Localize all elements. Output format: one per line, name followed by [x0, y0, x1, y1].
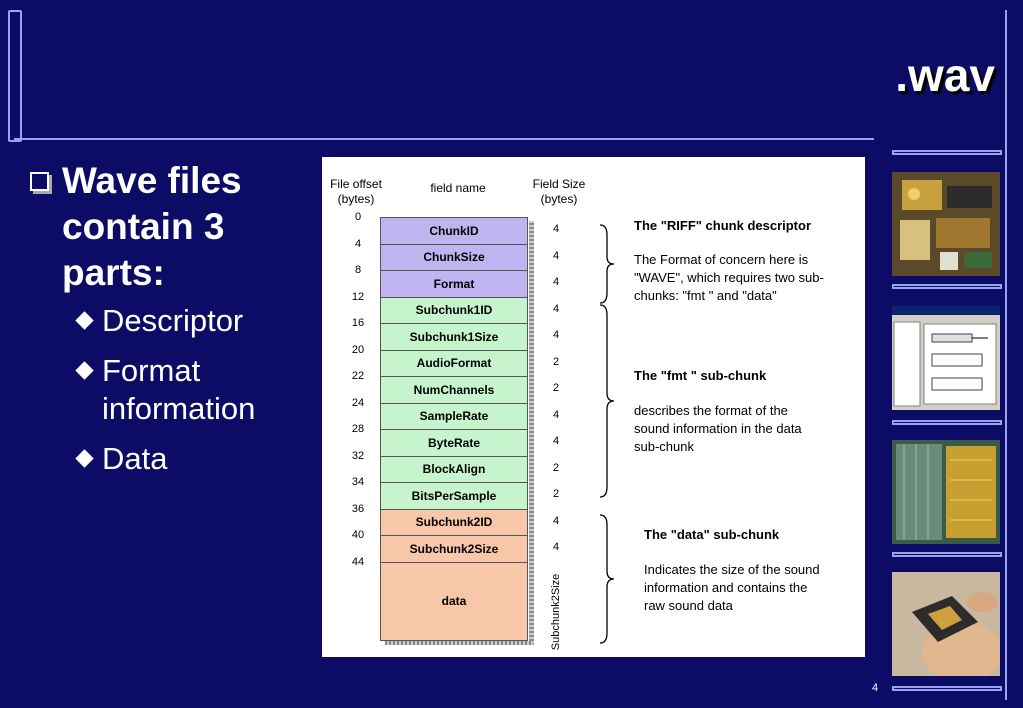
field-size-label: 4 — [552, 223, 560, 235]
field-row-subchunk2id: Subchunk2ID — [380, 508, 528, 536]
field-size-label: 4 — [552, 276, 560, 288]
field-row-bitspersample: BitsPerSample — [380, 482, 528, 510]
header-field-name: field name — [430, 181, 486, 195]
offset-label: 22 — [351, 370, 365, 382]
offset-label: 8 — [354, 264, 362, 276]
riff-group-title: The "RIFF" chunk descriptor — [634, 218, 812, 233]
fmt-brace-icon — [599, 304, 615, 498]
field-row-chunkid: ChunkID — [380, 217, 528, 245]
field-size-label: 4 — [552, 408, 560, 421]
field-row-samplerate: SampleRate — [380, 402, 528, 430]
page-number: 4 — [872, 682, 879, 694]
processor-hand-image — [892, 572, 1000, 676]
bullet-main: Wave files contain 3 parts: — [30, 158, 312, 296]
field-size-label: 2 — [552, 382, 560, 394]
offset-label: 24 — [351, 396, 365, 409]
bullet-list: Wave files contain 3 parts: Descriptor F… — [30, 158, 322, 478]
offset-label: 0 — [354, 211, 362, 223]
offset-label: 36 — [351, 502, 365, 515]
bullet-sub-format: Format information — [30, 352, 322, 428]
field-row-subchunk2size: Subchunk2Size — [380, 535, 528, 563]
offset-label: 44 — [351, 555, 365, 568]
offset-label: 12 — [351, 290, 365, 303]
diamond-bullet-icon — [75, 361, 94, 380]
field-row-byterate: ByteRate — [380, 429, 528, 457]
field-row-numchannels: NumChannels — [380, 376, 528, 404]
circuit-board-picture — [892, 172, 1000, 276]
field-size-label: 4 — [552, 541, 560, 553]
thumb-bar-5 — [892, 686, 1002, 691]
bullet-sub-text: Descriptor — [102, 303, 244, 338]
software-window-image — [892, 306, 1000, 410]
field-row-data: data — [380, 561, 528, 641]
data-group-text: Indicates the size of the sound informat… — [644, 562, 820, 613]
riff-brace-icon — [599, 224, 615, 304]
bullet-sub-text: Format information — [102, 353, 256, 426]
fmt-group-title: The "fmt " sub-chunk — [634, 368, 767, 383]
frame-right-line — [1005, 10, 1007, 700]
field-size-label: 4 — [552, 329, 560, 341]
header-field-size: Field Size (bytes) — [532, 177, 586, 206]
header-divider-line — [14, 138, 874, 140]
field-row-subchunk1size: Subchunk1Size — [380, 323, 528, 351]
diamond-bullet-icon — [75, 311, 94, 330]
bullet-sub-data: Data — [30, 440, 322, 478]
offset-label: 34 — [351, 476, 365, 488]
circuit-board-image — [892, 172, 1000, 276]
field-size-label: 4 — [552, 302, 560, 315]
data-brace-icon — [599, 514, 615, 644]
field-row-format: Format — [380, 270, 528, 298]
field-size-label: 2 — [552, 461, 560, 474]
field-size-label: 4 — [552, 514, 560, 527]
bullet-sub-text: Data — [102, 441, 168, 476]
thumb-bar-2 — [892, 284, 1002, 289]
offset-label: 40 — [351, 529, 365, 541]
header-file-offset: File offset (bytes) — [330, 177, 382, 206]
chip-die-image — [892, 440, 1000, 544]
thumb-bar-3 — [892, 420, 1002, 425]
offset-label: 32 — [351, 449, 365, 462]
field-row-chunksize: ChunkSize — [380, 243, 528, 271]
data-group-title: The "data" sub-chunk — [644, 527, 780, 542]
field-size-label: 4 — [552, 435, 560, 447]
field-row-audioformat: AudioFormat — [380, 349, 528, 377]
table-shadow-bottom — [385, 641, 533, 645]
table-shadow-right — [529, 221, 534, 645]
field-size-label: 2 — [552, 355, 560, 368]
slide-title: .wav — [895, 49, 995, 101]
offset-label: 4 — [354, 237, 362, 250]
riff-group-text: The Format of concern here is "WAVE", wh… — [634, 252, 824, 303]
field-row-blockalign: BlockAlign — [380, 455, 528, 483]
bullet-sub-descriptor: Descriptor — [30, 302, 322, 340]
offset-label: 16 — [351, 317, 365, 329]
field-size-label: 4 — [552, 249, 560, 262]
thumb-bar-1 — [892, 150, 1002, 155]
fmt-group-text: describes the format of the sound inform… — [634, 403, 802, 454]
frame-left-bracket — [8, 10, 22, 142]
offset-label: 28 — [351, 423, 365, 435]
data-size-label-vertical: Subchunk2Size — [548, 571, 564, 653]
diamond-bullet-icon — [75, 449, 94, 468]
field-size-label: 2 — [552, 488, 560, 500]
bullet-main-text: Wave files contain 3 parts: — [62, 160, 242, 293]
thumb-bar-4 — [892, 552, 1002, 557]
data-size-text: Subchunk2Size — [550, 573, 562, 651]
square-bullet-icon — [30, 172, 49, 191]
software-window-picture — [892, 306, 1000, 410]
field-row-subchunk1id: Subchunk1ID — [380, 296, 528, 324]
wav-format-diagram: File offset (bytes) field name Field Siz… — [322, 157, 865, 657]
chip-die-picture — [892, 440, 1000, 544]
processor-hand-picture — [892, 572, 1000, 676]
offset-label: 20 — [351, 343, 365, 356]
